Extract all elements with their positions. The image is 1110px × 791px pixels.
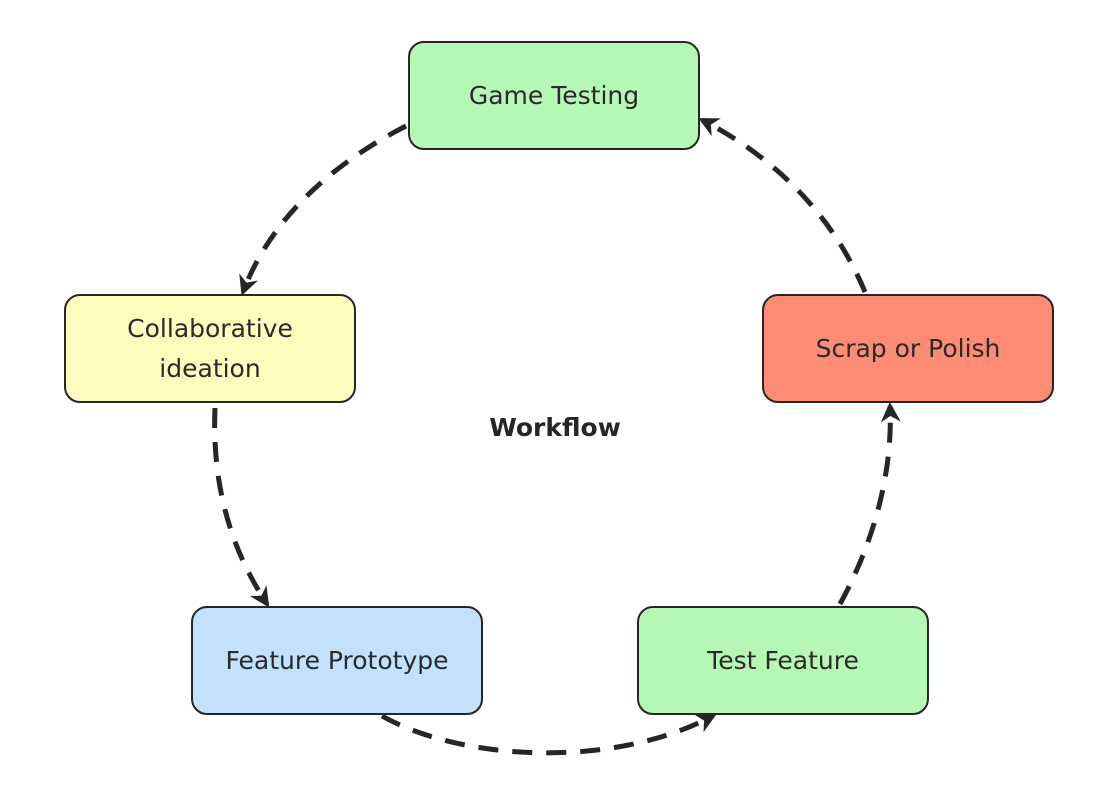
edge-ideation-to-prototype bbox=[212, 407, 270, 608]
edge-test-feature-to-scrap bbox=[837, 402, 901, 606]
edge-scrap-to-game-testing bbox=[698, 117, 868, 293]
node-label: Feature Prototype bbox=[225, 645, 449, 675]
node-game-testing: Game Testing bbox=[408, 41, 700, 150]
edge-game-testing-to-ideation bbox=[239, 123, 408, 296]
node-label: Collaborative ideation bbox=[127, 313, 293, 383]
node-label: Test Feature bbox=[707, 645, 859, 675]
node-scrap-or-polish: Scrap or Polish bbox=[762, 294, 1054, 403]
edge-prototype-to-test-feature bbox=[380, 713, 717, 756]
node-label: Scrap or Polish bbox=[815, 333, 1001, 363]
node-test-feature: Test Feature bbox=[637, 606, 929, 715]
node-label: Game Testing bbox=[468, 80, 640, 110]
diagram-center-label: Workflow bbox=[489, 413, 621, 442]
node-feature-prototype: Feature Prototype bbox=[191, 606, 483, 715]
node-collaborative-ideation: Collaborative ideation bbox=[64, 294, 356, 403]
